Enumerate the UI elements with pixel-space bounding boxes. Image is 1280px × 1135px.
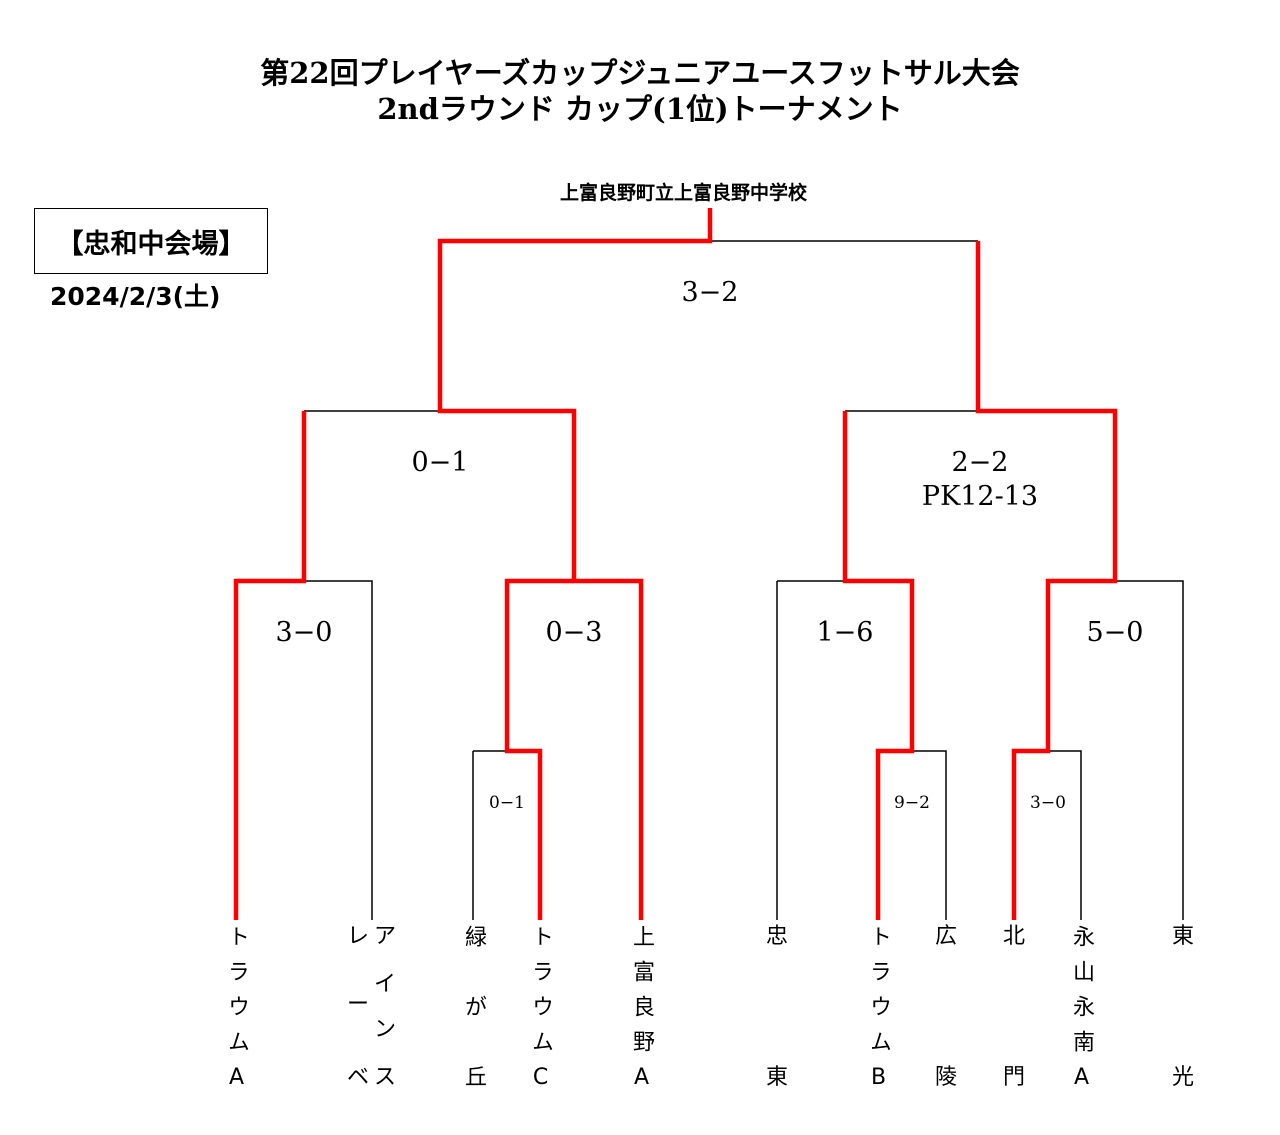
bracket-winner-lines (233, 208, 1118, 920)
team-name-char: ベ (346, 1065, 370, 1090)
score-qf1: 3−0 (275, 617, 333, 648)
score-r1-b: 9−2 (894, 793, 930, 813)
team-name-char: 光 (1171, 1065, 1195, 1090)
title-line-1: 第22回プレイヤーズカップジュニアユースフットサル大会 (260, 56, 1020, 90)
team-name-char: レ (346, 924, 370, 949)
score-r1-c: 3−0 (1030, 793, 1066, 813)
team-name-char: ア (373, 924, 397, 949)
final-venue: 上富良野町立上富良野中学校 (560, 182, 808, 204)
score-qf3: 1−6 (816, 617, 874, 648)
team-name-nagayama-einan-a: 永山永南A (1069, 925, 1094, 1103)
team-name-traum-a: トラウムA (224, 925, 249, 1103)
score-qf2: 0−3 (545, 617, 603, 648)
team-name-char: 東 (1171, 924, 1195, 949)
team-name-char: ス (373, 1065, 397, 1090)
team-name-traum-c: トラウムC (528, 925, 553, 1103)
team-name-traum-b: トラウムB (866, 925, 891, 1103)
title-line-2: 2ndラウンド カップ(1位)トーナメント (377, 92, 903, 126)
team-name-kamifurano-a: 上富良野A (629, 925, 654, 1103)
team-name-char: 広 (934, 924, 958, 949)
score-semi-left: 0−1 (411, 447, 469, 478)
team-name-char: 北 (1002, 924, 1026, 949)
team-name-char: イ (373, 972, 397, 997)
site-label: 【忠和中会場】 (34, 208, 268, 274)
team-name-char: ン (373, 1017, 397, 1042)
bracket-black-lines (304, 240, 1184, 920)
score-semi-right: 2−2 (951, 447, 1009, 478)
team-name-char: 忠 (765, 924, 789, 949)
team-name-char: 東 (765, 1065, 789, 1090)
score-final: 3−2 (681, 277, 739, 308)
score-qf4: 5−0 (1086, 617, 1144, 648)
team-name-char: ー (346, 992, 370, 1017)
date-label: 2024/2/3(土) (50, 282, 221, 311)
score-r1-a: 0−1 (489, 793, 525, 813)
team-name-midorigaoka: 緑が丘 (461, 925, 486, 1135)
team-name-char: 門 (1002, 1065, 1026, 1090)
score-semi-right-pk: PK12-13 (921, 481, 1039, 512)
team-name-char: 陵 (934, 1065, 958, 1090)
